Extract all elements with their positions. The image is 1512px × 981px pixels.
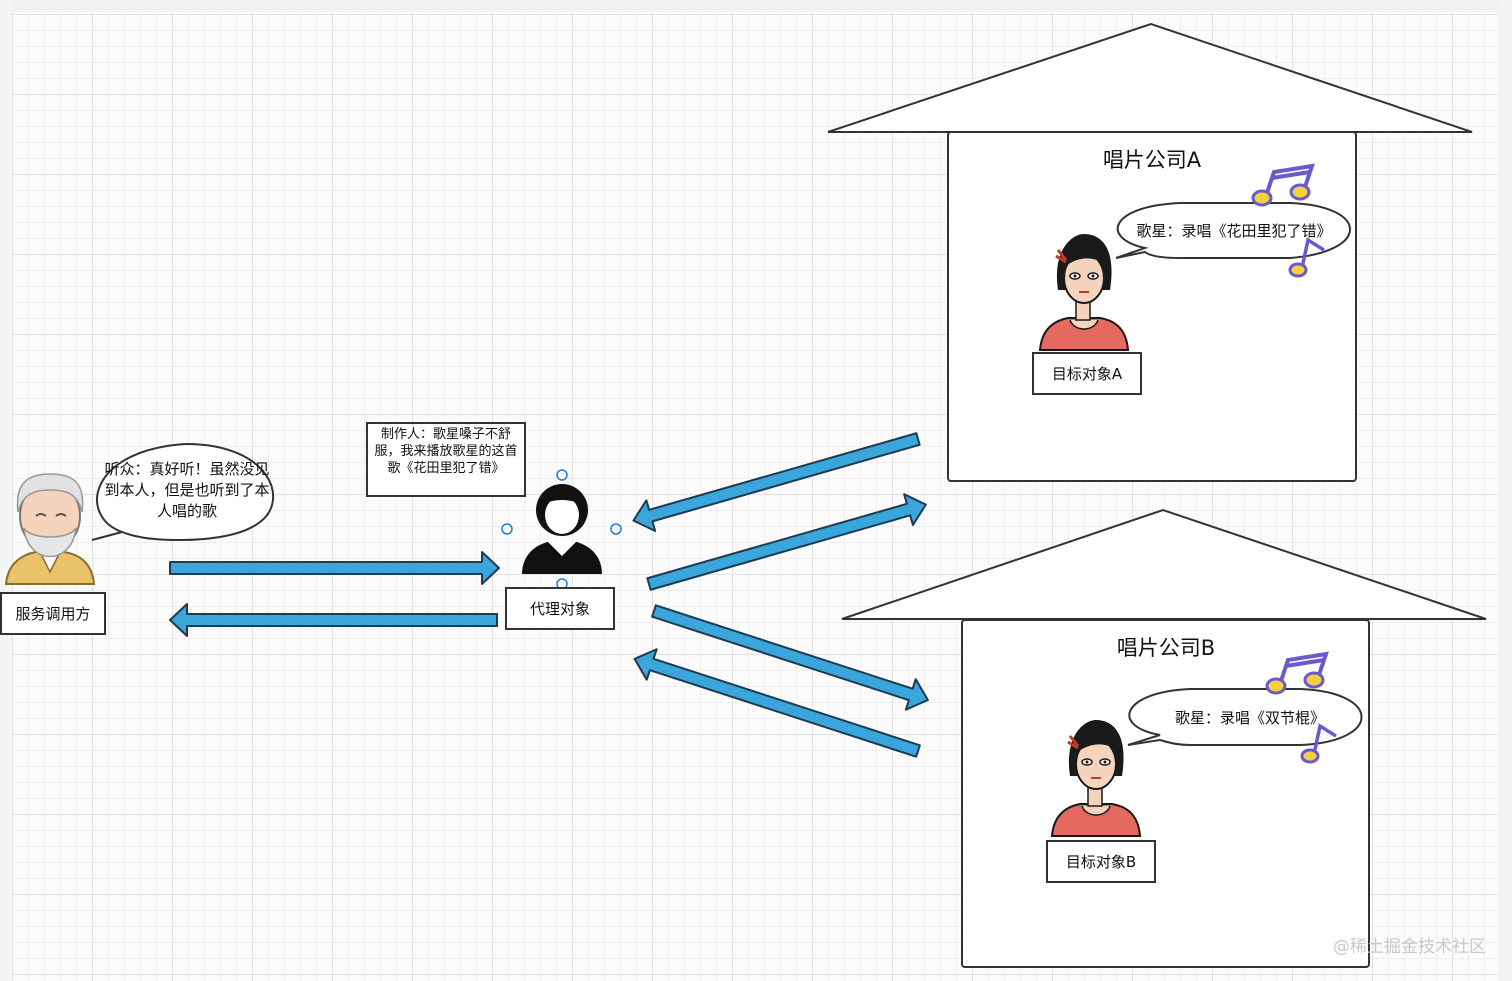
service-caller-box[interactable]: 服务调用方: [0, 592, 106, 635]
arrow-company-b-to-proxy[interactable]: [630, 644, 923, 767]
company-b-roof: [841, 508, 1487, 620]
company-b-speech-text: 歌星：录唱《双节棍》: [1174, 709, 1325, 727]
company-b-speech-bubble: [1127, 688, 1363, 746]
woman-silhouette-icon: [522, 484, 602, 574]
right-edge: [1498, 0, 1512, 981]
arrow-caller-to-proxy[interactable]: [169, 551, 500, 585]
caller-speech-text: 听众：真好听！虽然没见到本人，但是也听到了本人唱的歌: [104, 460, 270, 520]
arrow-proxy-to-company-a[interactable]: [645, 489, 931, 599]
top-edge: [0, 0, 1512, 12]
company-a-speech-text: 歌星：录唱《花田里犯了错》: [1136, 222, 1332, 240]
proxy-box[interactable]: 代理对象: [505, 587, 615, 630]
company-a-title: 唱片公司A: [1102, 148, 1202, 172]
caller-speech-bubble: [91, 442, 275, 542]
left-edge: [0, 0, 12, 981]
company-a-speech-bubble: [1115, 202, 1351, 259]
target-a-box[interactable]: 目标对象A: [1032, 352, 1142, 395]
target-b-box[interactable]: 目标对象B: [1046, 840, 1156, 883]
old-man-icon: [4, 473, 96, 585]
arrow-company-a-to-proxy[interactable]: [629, 424, 922, 536]
proxy-note[interactable]: 制作人：歌星嗓子不舒服，我来播放歌星的这首歌《花田里犯了错》: [366, 422, 526, 497]
arrow-proxy-to-caller[interactable]: [169, 603, 498, 637]
company-b-building: [961, 619, 1370, 968]
company-b-title: 唱片公司B: [1116, 636, 1216, 660]
watermark: @稀土掘金技术社区: [1333, 937, 1486, 957]
arrow-proxy-to-company-b[interactable]: [649, 596, 933, 715]
company-a-building: [947, 131, 1357, 482]
company-a-roof: [827, 22, 1473, 133]
